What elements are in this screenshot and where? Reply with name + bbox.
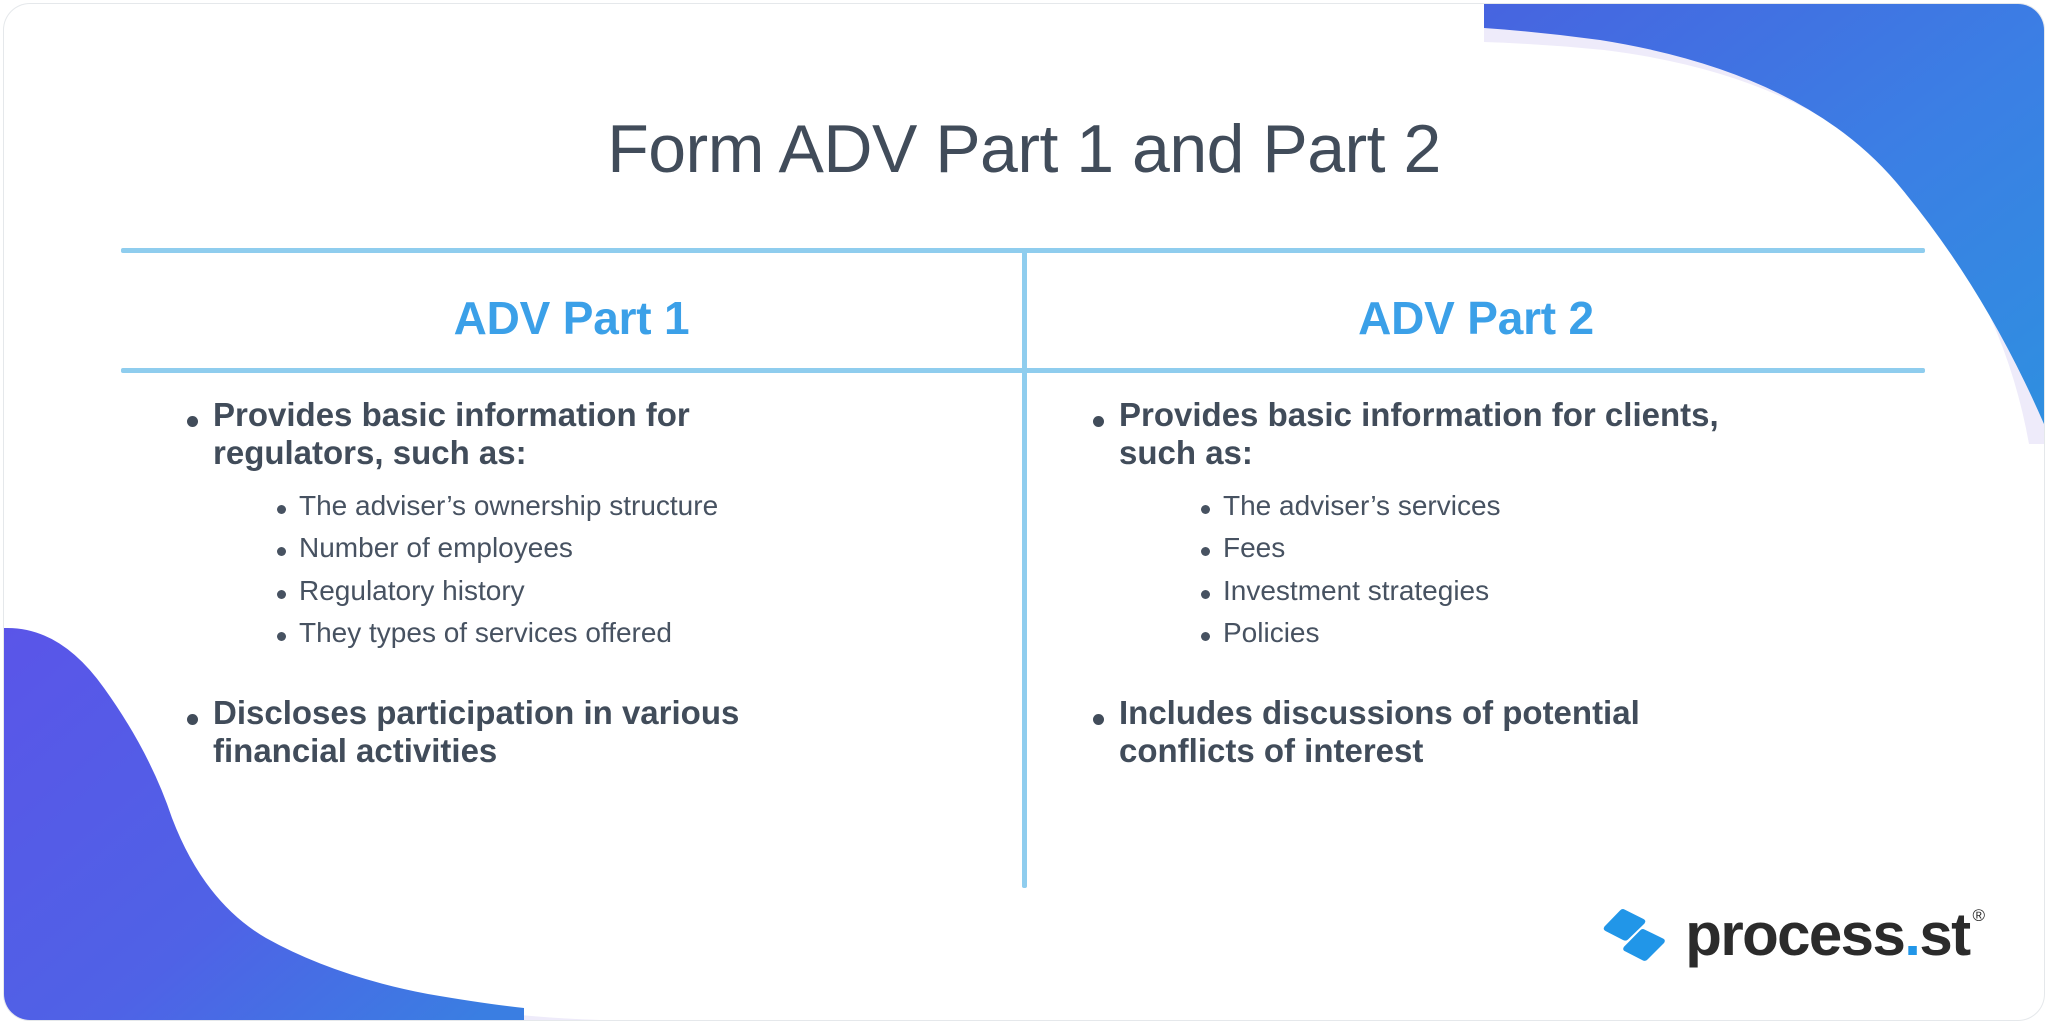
list-item-label: Provides basic information for regulator… <box>213 396 690 472</box>
list-item: Provides basic information for clients, … <box>1027 396 1925 650</box>
column-header-adv-part-1: ADV Part 1 <box>453 292 690 344</box>
sub-item-label: Number of employees <box>299 532 573 564</box>
column-body-adv-part-2: Provides basic information for clients, … <box>1027 396 1925 770</box>
sub-bullet-list: The adviser’s services Fees Investment s… <box>1119 489 1925 650</box>
top-right-decoration <box>1484 4 2044 444</box>
card-frame: Form ADV Part 1 and Part 2 ADV Part 1 AD… <box>4 4 2044 1020</box>
bullet-icon <box>187 713 198 725</box>
process-st-mark-icon <box>1603 909 1666 961</box>
column-body-adv-part-1: Provides basic information for regulator… <box>121 396 1022 770</box>
bullet-icon <box>1093 416 1104 427</box>
sub-item-label: They types of services offered <box>299 617 672 649</box>
list-item: Investment strategies <box>1119 574 1925 608</box>
list-item: Policies <box>1119 616 1925 650</box>
process-st-logo: process.st® <box>1601 901 1985 968</box>
bullet-list: Provides basic information for clients, … <box>1027 396 1925 770</box>
bullet-icon <box>277 504 286 514</box>
column-header-adv-part-2: ADV Part 2 <box>1358 292 1594 344</box>
bullet-icon <box>277 589 286 599</box>
sub-item-label: The adviser’s ownership structure <box>299 489 719 521</box>
sub-item-label: Policies <box>1223 617 1320 649</box>
logo-tld: st <box>1919 901 1971 968</box>
logo-name: process <box>1685 901 1906 968</box>
list-item: Provides basic information for regulator… <box>121 396 1022 650</box>
bullet-icon <box>277 547 286 557</box>
registered-trademark-icon: ® <box>1972 906 1985 925</box>
list-item-label: Includes discussions of potential confli… <box>1119 693 1640 770</box>
bullet-icon <box>1201 589 1210 599</box>
list-item: Fees <box>1119 531 1925 565</box>
list-item: Includes discussions of potential confli… <box>1027 694 1925 771</box>
bullet-list: Provides basic information for regulator… <box>121 396 1022 770</box>
table-rule-vertical <box>1022 248 1027 888</box>
bullet-icon <box>277 632 286 642</box>
bullet-icon <box>1201 632 1210 642</box>
bullet-icon <box>187 416 198 427</box>
bullet-icon <box>1093 713 1104 725</box>
sub-item-label: Investment strategies <box>1223 574 1490 606</box>
sub-item-label: Fees <box>1223 532 1286 564</box>
list-item: They types of services offered <box>213 616 1022 650</box>
bullet-icon <box>1201 504 1210 514</box>
list-item: Discloses participation in various finan… <box>121 694 1022 771</box>
list-item-label: Provides basic information for clients, … <box>1119 396 1719 472</box>
list-item: The adviser’s services <box>1119 489 1925 523</box>
page-title: Form ADV Part 1 and Part 2 <box>607 111 1441 187</box>
sub-item-label: Regulatory history <box>299 574 525 606</box>
list-item: Regulatory history <box>213 574 1022 608</box>
bullet-icon <box>1201 547 1210 557</box>
sub-bullet-list: The adviser’s ownership structure Number… <box>213 489 1022 650</box>
logo-wordmark: process.st® <box>1685 901 1985 968</box>
list-item-label: Discloses participation in various finan… <box>213 693 740 770</box>
logo-dot: . <box>1904 901 1921 968</box>
list-item: The adviser’s ownership structure <box>213 489 1022 523</box>
list-item: Number of employees <box>213 531 1022 565</box>
sub-item-label: The adviser’s services <box>1223 489 1501 521</box>
